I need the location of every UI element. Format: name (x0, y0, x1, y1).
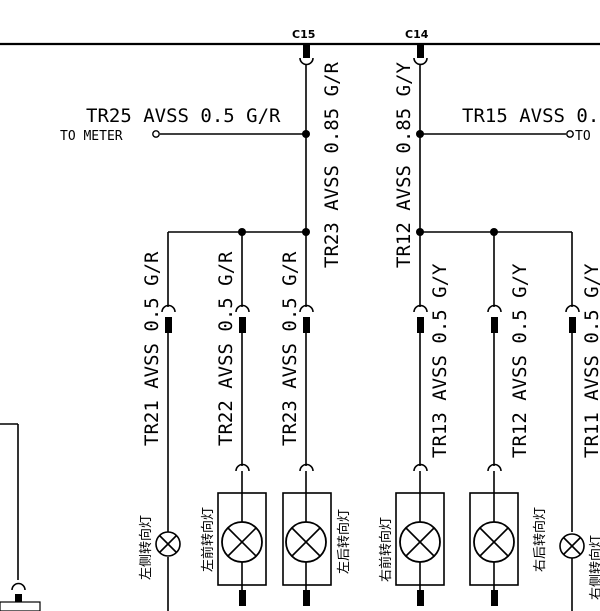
branch-tr13 (413, 232, 428, 466)
lamp-left-front (217, 463, 267, 606)
to-meter-left-label: TO METER (60, 129, 123, 144)
wire-label-tr12-main: TR12 AVSS 0.85 G/Y (393, 62, 415, 268)
connector-c15-label: C15 (292, 28, 315, 41)
to-meter-right-label: TO (575, 129, 591, 144)
lamp-right-rear (469, 463, 519, 606)
branch-tr21 (161, 232, 176, 611)
lamp-left-side (155, 531, 181, 557)
terminal-to-meter-right (566, 130, 574, 138)
wire-label-tr11: TR11 AVSS 0.5 G/Y (581, 263, 600, 458)
connector-c15 (299, 44, 314, 66)
terminal-to-meter-left (152, 130, 160, 138)
wire-label-tr25: TR25 AVSS 0.5 G/R (86, 105, 281, 127)
branch-tr22 (235, 232, 250, 466)
lamp-left-rear (282, 463, 332, 606)
lamp-label-right-rear: 右后转向灯 (532, 507, 548, 572)
connector-c14 (413, 44, 428, 66)
lamp-label-left-front: 左前转向灯 (200, 507, 216, 572)
wire-label-tr12: TR12 AVSS 0.5 G/Y (509, 263, 531, 458)
lamp-label-left-side: 左侧转向灯 (138, 515, 154, 580)
lamp-label-right-front: 右前转向灯 (378, 517, 394, 582)
wire-label-tr15: TR15 AVSS 0.5 (462, 105, 600, 127)
lamp-right-front (395, 463, 445, 606)
branch-tr12 (487, 232, 502, 466)
branch-tr23 (299, 232, 314, 466)
lamp-label-left-rear: 左后转向灯 (336, 509, 352, 574)
wire-label-tr23-main: TR23 AVSS 0.85 G/R (321, 62, 343, 268)
branch-tr11 (565, 232, 580, 611)
lamp-label-right-side: 右侧转向灯 (588, 535, 600, 600)
lamp-right-side (559, 533, 585, 559)
wire-label-tr13: TR13 AVSS 0.5 G/Y (429, 263, 451, 458)
wire-label-tr23: TR23 AVSS 0.5 G/R (279, 251, 301, 446)
left-edge-circuit (0, 423, 41, 611)
junction-dot (416, 130, 424, 138)
wire-label-tr22: TR22 AVSS 0.5 G/R (215, 251, 237, 446)
connector-c14-label: C14 (405, 28, 429, 41)
junction-dot (302, 130, 310, 138)
wire-label-tr21: TR21 AVSS 0.5 G/R (141, 251, 163, 446)
